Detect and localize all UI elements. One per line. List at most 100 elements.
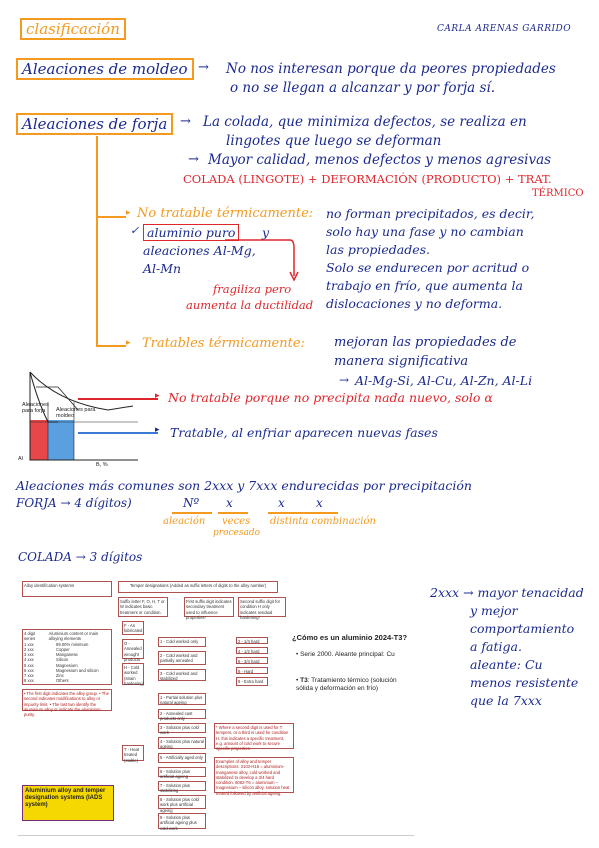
content-head: Aluminium content or main alloying eleme… [48,631,99,642]
series-element: Silicon [56,657,69,663]
diagram-label-al: Al [18,456,23,462]
ex-alloys-2: Al-Mn [143,261,182,276]
forja-line-3: Mayor calidad, menos defectos y menos ag… [208,152,552,168]
series-code: 2 xxx [24,646,34,652]
series-2xxx-7: que la 7xxx [470,693,542,708]
diagram-label-moldeo: Aleaciones para moldeo [56,407,96,420]
series-code: 6 xxx [24,667,34,673]
digit-label-combinacion: distinta combinación [270,516,376,527]
phase-diagram [29,371,138,461]
arrow-icon: → [339,373,350,387]
author-name: CARLA ARENAS GARRIDO [437,24,572,34]
forja-digits: FORJA → 4 dígitos) [16,496,132,510]
table-footnote: * Where a second digit is used for T tem… [214,723,294,751]
no-tratable-desc-6: dislocaciones y no deforma. [326,296,503,311]
table-row: 6 xxx Magnesium and silicon [24,668,110,673]
t-sub-9: 9 - Solution plus artificial ageing plus… [158,813,206,831]
arrow-icon: → [198,60,209,75]
arrow-icon: ▸ [126,338,131,348]
moldeo-label: Aleaciones de moldeo [16,58,194,80]
forja-formula-end: TÉRMICO [532,188,584,199]
no-tratable-desc-1: no forman precipitados, es decir, [326,206,535,221]
table-row: 2 xxx Copper [24,647,110,652]
series-code: 1 xxx [24,641,34,647]
no-tratable-desc-5: trabajo en frío, que aumenta la [326,278,523,293]
digit-3: x [278,496,285,510]
tratable-desc-3: Al-Mg-Si, Al-Cu, Al-Zn, Al-Li [355,373,533,388]
table-header-alloy: Alloy identification systems [22,581,112,597]
series-code: 3 xxx [24,652,34,657]
forja-line-1: La colada, que minimiza defectos, se rea… [203,114,527,130]
bracket-line [96,136,98,346]
forja-line-2: lingotes que luego se deforman [226,133,442,149]
answer-bullet-1: • Serie 2000. Aleante principal: Cu [296,651,395,658]
series-code: 8 xxx [24,678,34,684]
digit-underline [268,512,338,514]
ex-y: y [262,225,270,240]
h-sub-3: 3 - Cold worked and stabilized [158,669,206,681]
no-tratable-desc-2: solo hay una fase y no cambian [326,224,524,239]
arrow-icon: ▸ [126,208,131,218]
digit-label-veces: veces [222,516,251,527]
page-title: clasificación [20,18,126,40]
note-red: No tratable porque no precipita nada nue… [168,390,493,405]
answer-bullet-2: • T3: Tratamiento térmico (solución sóli… [296,677,397,693]
t-sub-7: 7 - Solution plus stabilizing [158,781,206,793]
bracket-line [96,216,126,218]
red-pointer-line [78,398,158,400]
answer-1-text: Serie 2000. Aleante principal: Cu [300,651,395,658]
digit-2: x [226,496,233,510]
bracket-line [96,345,126,347]
table-col-first: First suffix digit indicates secondary t… [184,597,234,620]
aluminio-puro: aluminio puro [143,224,240,241]
caption-text: Aluminium alloy and temper designation s… [25,788,106,809]
table-row: 7 xxx Zinc [24,673,110,678]
note-blue: Tratable, al enfriar aparecen nuevas fas… [170,425,438,440]
series-element: Zinc [56,673,64,678]
moldeo-line-2: o no se llegan a alcanzar y por forja sí… [230,80,496,96]
designation-figure: Alloy identification systems Temper desi… [18,577,414,836]
series-element: Magnesium and silicon [56,667,99,673]
t-sub-5: 5 - Artificially aged only [158,753,206,763]
note-fragiliza: fragiliza pero [213,282,292,296]
answer-2-key: T3 [300,677,308,684]
forja-label: Aleaciones de forja [16,113,174,135]
table-col-suffix: Suffix letter F, O, H, T or W indicates … [118,597,168,617]
series-notes: • The first digit indicates the alloy gr… [22,689,112,717]
colada-digits: COLADA → 3 dígitos [18,550,143,564]
table-examples: Examples of alloy and temper description… [214,757,294,796]
region-forja [30,420,48,460]
note-ductilidad: aumenta la ductilidad [186,298,314,312]
temper-h: H - Cold worked (strain hardening) [122,663,145,686]
comunes-line: Aleaciones más comunes son 2xxx y 7xxx e… [16,478,472,493]
series-element: Copper [56,646,70,652]
h-sub-2: 2 - Cold worked and partially annealed [158,651,206,665]
series-code: 7 xxx [24,673,34,678]
hard-9: 9 - Extra hard [236,677,268,686]
t-sub-2: 2 - Annealed cast products only [158,709,206,721]
arrow-icon: → [188,152,199,167]
digit-label-procesado: procesado [213,528,261,538]
digit-1: Nº [183,496,200,510]
forja-formula: COLADA (LINGOTE) + DEFORMACIÓN (PRODUCTO… [183,172,552,186]
no-tratable-desc-3: las propiedades. [326,242,430,257]
series-element: Others [56,678,69,684]
table-row: 8 xxx Others [24,678,110,683]
digit-underline [172,512,212,514]
diagram-label-bs: B, % [96,462,108,468]
t-sub-3: 3 - Solution plus cold work [158,723,206,735]
temper-f: F - As fabricated [122,621,144,635]
series-element: 99.00% minimum [56,641,89,647]
series-code: 4 xxx [24,657,34,663]
diagram-label-forja: Aleaciones para forja [22,402,49,415]
region-moldeo [48,420,74,460]
table-header-temper: Temper designations (Added as suffix let… [118,581,278,593]
arrow-icon: → [180,114,191,129]
moldeo-line-1: No nos interesan porque da peores propie… [226,61,556,77]
hard-6: 6 - 3/4 hard [236,657,268,664]
ex-alloys-1: aleaciones Al-Mg, [143,243,256,258]
table-col-second: Second suffix digit for condition H only… [238,597,286,620]
series-code: 5 xxx [24,662,34,668]
